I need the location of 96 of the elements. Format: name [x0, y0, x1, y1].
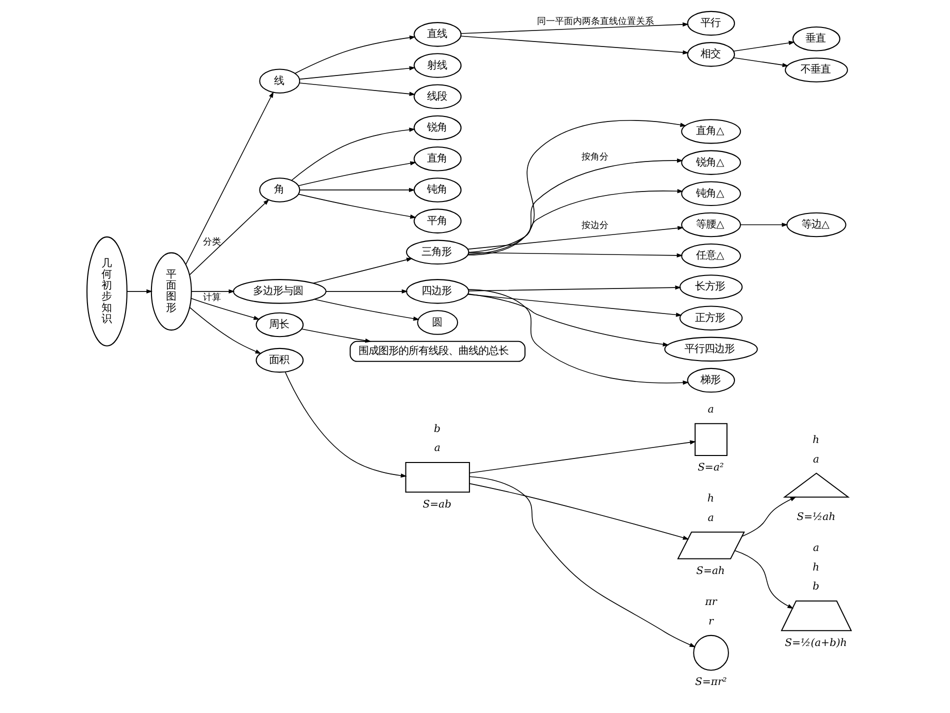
arrow: [469, 476, 696, 648]
arrow: [733, 57, 789, 68]
label: h: [812, 434, 820, 446]
node-ellipse: 多边形与圆: [232, 279, 326, 304]
node-ellipse: 平行四边形: [664, 336, 758, 362]
arrow: [291, 128, 416, 181]
label: a: [434, 442, 440, 454]
node-ellipse: 正方形: [679, 306, 743, 330]
node-label: S=a²: [698, 461, 724, 474]
arrow: [298, 161, 416, 186]
node-ellipse: 等腰△: [681, 212, 741, 238]
arrow: [300, 188, 416, 192]
node-ellipse: 线: [259, 68, 300, 94]
arrow: [460, 36, 689, 55]
arrow: [469, 440, 696, 474]
edge-label: 计算: [203, 293, 222, 304]
node-ellipse: 长方形: [679, 274, 743, 300]
arrow: [468, 289, 689, 385]
arrow: [467, 120, 686, 256]
arrow: [467, 226, 684, 250]
node-trapezoid: [780, 600, 852, 632]
label: h: [812, 561, 820, 574]
node-ellipse: 射线: [414, 53, 462, 78]
node-ellipse: 不垂直: [784, 58, 848, 82]
arrow: [740, 222, 788, 227]
arrow: [189, 199, 270, 276]
arrow: [468, 158, 684, 255]
arrow: [460, 22, 689, 34]
node-label: S=ab: [422, 498, 452, 510]
node-ellipse: 梯形: [687, 368, 735, 393]
label: a: [708, 404, 714, 416]
node-ellipse: 线段: [414, 84, 462, 110]
edge-label: 按角分: [581, 152, 608, 162]
label: a: [708, 512, 714, 524]
label: h: [707, 492, 714, 505]
arrow: [298, 194, 416, 219]
arrow: [284, 372, 407, 478]
node-ellipse: 四边形: [406, 279, 470, 304]
arrow: [469, 483, 690, 540]
node-ellipse: 钝角△: [681, 181, 741, 206]
arrow: [294, 36, 416, 74]
node-ellipse: 锐角△: [681, 150, 741, 175]
node-ellipse: 任意△: [681, 243, 741, 268]
node-parallelogram: [677, 532, 745, 560]
node-ellipse: 平面图形: [150, 252, 192, 331]
arrow: [468, 285, 682, 292]
node-label: S=½ah: [796, 511, 836, 524]
label: πr: [705, 596, 717, 608]
arrow: [325, 289, 408, 294]
node-ellipse: 平行: [687, 10, 735, 36]
node-label: S=½(a+b)h: [784, 636, 847, 649]
arrow: [126, 289, 153, 294]
label: r: [708, 615, 714, 628]
node-ellipse: 直线: [414, 22, 462, 47]
node-label: S=πr²: [695, 676, 727, 688]
arrow: [467, 294, 682, 317]
node-ellipse: 直角△: [681, 119, 741, 144]
node-ellipse: 相交: [687, 42, 735, 67]
node-ellipse: 直角: [414, 146, 462, 172]
arrow: [314, 298, 420, 321]
arrow: [734, 550, 794, 609]
node-triangle: [782, 472, 850, 498]
node-ellipse: 周长: [256, 312, 304, 338]
node-box: 围成图形的所有线段、曲线的总长: [350, 340, 526, 362]
label: b: [812, 580, 820, 593]
node-square: [694, 423, 728, 456]
node-circle: [693, 634, 729, 671]
node-ellipse: 等边△: [786, 212, 846, 238]
arrow: [190, 298, 260, 320]
node-ellipse: 圆: [417, 310, 458, 335]
node-ellipse: 角: [259, 178, 300, 202]
node-label: S=ah: [696, 565, 725, 578]
arrow: [185, 92, 274, 265]
edge-label: 分类: [203, 237, 222, 248]
node-rectangle: [405, 462, 470, 493]
node-ellipse: 平角: [414, 208, 462, 234]
arrow: [468, 189, 684, 253]
arrow: [733, 40, 795, 52]
arrow: [191, 289, 235, 294]
arrow: [301, 328, 372, 343]
label: a: [813, 453, 820, 466]
edge-label: 按边分: [581, 221, 608, 232]
label: b: [434, 422, 441, 435]
edge-label: 同一平面内两条直线位置关系: [536, 16, 654, 27]
arrow: [189, 307, 262, 354]
node-ellipse: 垂直: [792, 26, 840, 52]
arrow: [468, 294, 669, 346]
arrow: [742, 496, 796, 537]
label: a: [813, 542, 820, 554]
arrow: [299, 82, 416, 96]
arrow: [313, 258, 413, 284]
arrow: [299, 66, 416, 80]
node-ellipse: 钝角: [414, 178, 462, 202]
arrow: [468, 252, 683, 258]
node-ellipse: 锐角: [414, 115, 462, 140]
node-ellipse: 几何初步知识: [86, 236, 128, 346]
